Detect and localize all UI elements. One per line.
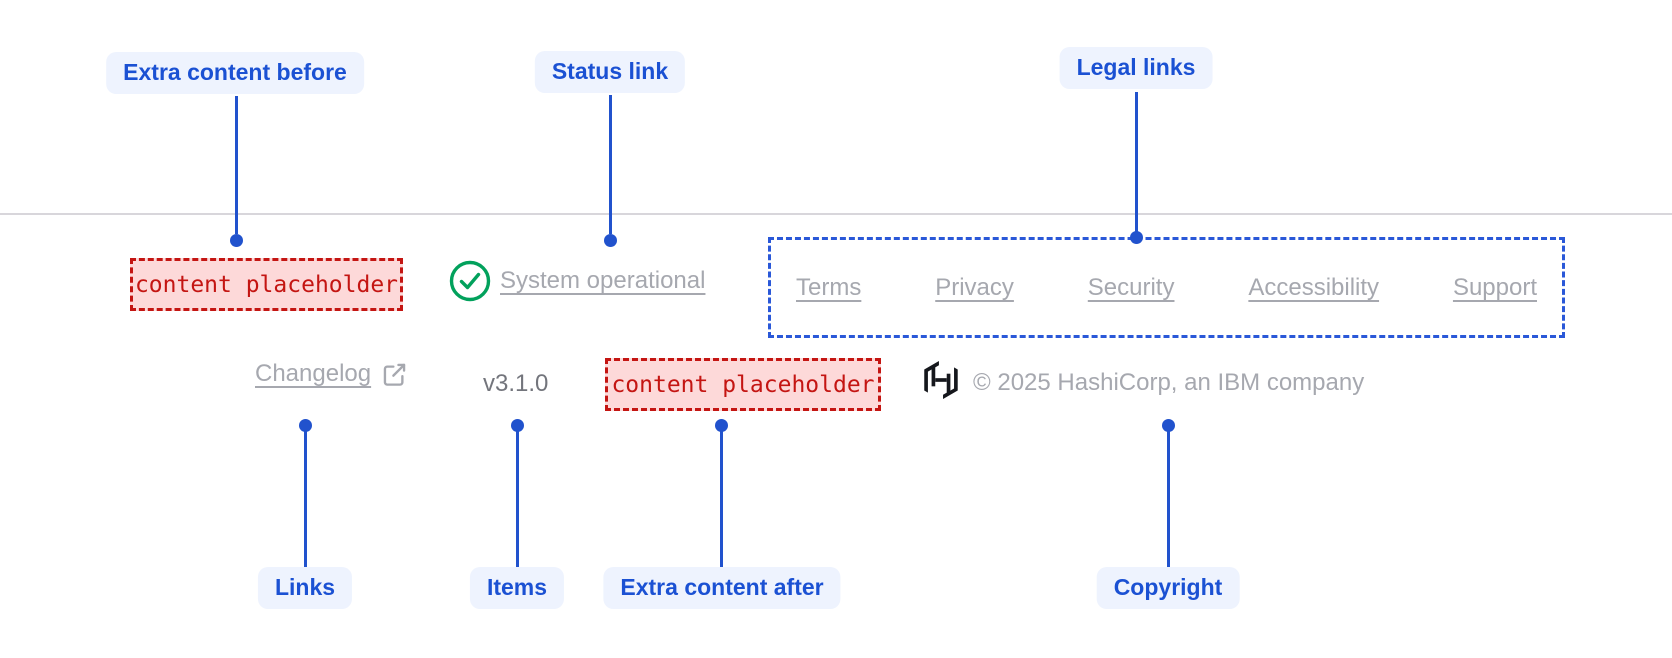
status-link[interactable]: System operational [500, 267, 706, 294]
footer-divider [0, 213, 1672, 215]
annotation-links: Links [257, 567, 353, 609]
annotation-copyright: Copyright [1096, 567, 1240, 609]
connector-dot [1130, 231, 1143, 244]
check-circle-icon [448, 259, 492, 308]
copyright-text: © 2025 HashiCorp, an IBM company [973, 369, 1365, 396]
annotation-extra-content-before: Extra content before [106, 52, 364, 94]
legal-link-support[interactable]: Support [1452, 273, 1537, 301]
annotation-extra-content-after: Extra content after [603, 567, 841, 609]
connector-line [516, 428, 519, 567]
extra-content-after-placeholder: content placeholder [605, 358, 881, 411]
legal-link-terms[interactable]: Terms [796, 273, 862, 301]
legal-links-region: Terms Privacy Security Accessibility Sup… [768, 237, 1565, 338]
connector-dot [715, 419, 728, 432]
changelog-link-label[interactable]: Changelog [255, 360, 372, 387]
hashicorp-logo-icon [924, 361, 958, 404]
legal-link-accessibility[interactable]: Accessibility [1248, 273, 1380, 301]
connector-dot [511, 419, 524, 432]
connector-dot [604, 234, 617, 247]
connector-line [609, 95, 612, 234]
changelog-link[interactable]: Changelog [255, 360, 408, 388]
connector-line [720, 428, 723, 567]
connector-dot [230, 234, 243, 247]
external-link-icon [381, 361, 408, 388]
connector-line [304, 428, 307, 567]
annotation-legal-links: Legal links [1059, 47, 1213, 89]
annotation-status-link: Status link [534, 51, 686, 93]
legal-link-privacy[interactable]: Privacy [935, 273, 1014, 301]
connector-dot [299, 419, 312, 432]
connector-line [1135, 92, 1138, 232]
legal-link-security[interactable]: Security [1087, 273, 1175, 301]
extra-content-before-placeholder: content placeholder [130, 258, 403, 311]
annotation-items: Items [469, 567, 565, 609]
connector-line [1167, 428, 1170, 567]
version-label: v3.1.0 [483, 370, 549, 397]
connector-dot [1162, 419, 1175, 432]
connector-line [235, 96, 238, 234]
